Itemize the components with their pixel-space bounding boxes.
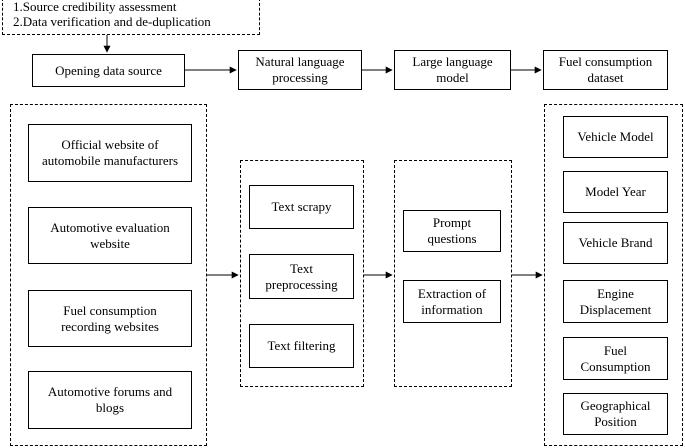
step-extraction: Extraction of information [403,280,501,323]
quality-control-note: 1.Source credibility assessment 2.Data v… [2,0,260,35]
step-text-preprocessing: Text preprocessing [249,254,354,299]
dataset-fields-group [544,104,683,446]
field-engine-displacement: Engine Displacement [563,280,668,323]
field-vehicle-brand: Vehicle Brand [563,222,668,264]
field-fuel-consumption: Fuel Consumption [563,337,668,380]
step-prompt-questions: Prompt questions [403,210,501,252]
data-sources-group [10,104,207,446]
note-line-1: 1.Source credibility assessment [13,0,177,14]
source-manufacturers: Official website of automobile manufactu… [28,124,192,182]
field-model-year: Model Year [563,171,668,213]
step-text-filtering: Text filtering [249,324,354,368]
source-recording: Fuel consumption recording websites [28,290,192,347]
llm-steps-group [394,160,512,387]
source-evaluation: Automotive evaluation website [28,207,192,264]
step-text-scrapy: Text scrapy [249,185,354,229]
note-line-2: 2.Data verification and de-duplication [13,14,211,29]
field-geographical-position: Geographical Position [563,393,668,435]
llm-box: Large language model [394,50,511,90]
source-forums: Automotive forums and blogs [28,371,192,429]
nlp-steps-group [240,160,364,387]
nlp-box: Natural language processing [238,50,362,90]
opening-data-source-box: Opening data source [32,54,185,87]
field-vehicle-model: Vehicle Model [563,116,668,158]
fuel-dataset-box: Fuel consumption dataset [543,50,668,90]
